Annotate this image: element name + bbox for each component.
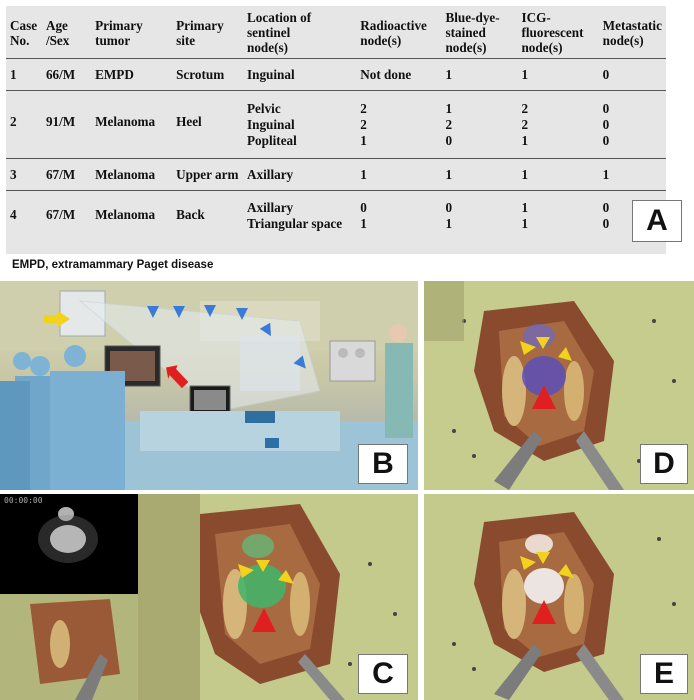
yellow-arrowhead-icon	[558, 347, 572, 361]
yellow-arrowhead-icon	[520, 556, 536, 570]
col-header-age: Age/Sex	[45, 18, 70, 48]
panel-d-blue-dye-photo: D	[424, 281, 694, 490]
panel-label-c: C	[358, 654, 408, 694]
yellow-arrowhead-icon	[256, 560, 270, 572]
red-arrowhead-icon	[252, 608, 276, 632]
panel-c-arrowheads	[238, 560, 294, 632]
table-row: 3 67/M Melanoma Upper arm Axillary 1 1 1…	[6, 158, 666, 190]
blue-arrow-icon	[173, 306, 185, 318]
blue-arrow-icon	[204, 305, 216, 317]
panel-e-icg-photo: E	[424, 494, 694, 700]
fluorescence-glow	[38, 507, 98, 563]
panel-b-operating-room-photo: B	[0, 281, 418, 490]
yellow-arrowhead-icon	[536, 337, 550, 349]
yellow-arrow-icon	[44, 311, 70, 327]
red-arrowhead-icon	[532, 385, 556, 409]
yellow-arrowhead-icon	[520, 341, 536, 355]
red-arrowhead-icon	[532, 600, 556, 624]
panel-d-arrowheads	[520, 337, 572, 409]
table-footnote: EMPD, extramammary Paget disease	[12, 259, 214, 271]
panel-c-icg-photo: 00:00:00 C	[0, 494, 418, 700]
surgical-field-c	[0, 494, 418, 700]
yellow-arrowhead-icon	[238, 564, 254, 578]
panel-label-e: E	[640, 654, 688, 694]
blue-arrow-icon	[236, 308, 248, 320]
yellow-arrowhead-icon	[278, 570, 294, 584]
panel-b-arrows	[44, 311, 70, 327]
fluorescence-monitor-inset: 00:00:00	[0, 494, 138, 594]
timestamp-readout: 00:00:00	[4, 496, 43, 505]
panel-e-arrowheads	[520, 552, 574, 624]
table-row: 1 66/M EMPD Scrotum Inguinal Not done 1 …	[6, 58, 666, 90]
blue-arrow-icon	[147, 306, 159, 318]
operating-room-scene	[0, 281, 418, 490]
panel-label-b: B	[358, 444, 408, 484]
red-arrow-icon	[166, 365, 189, 389]
panel-label-d: D	[640, 444, 688, 484]
yellow-arrowhead-icon	[536, 552, 550, 564]
surgical-field-d	[424, 281, 694, 490]
panel-label-a: A	[632, 200, 682, 242]
yellow-arrowhead-icon	[558, 564, 574, 578]
